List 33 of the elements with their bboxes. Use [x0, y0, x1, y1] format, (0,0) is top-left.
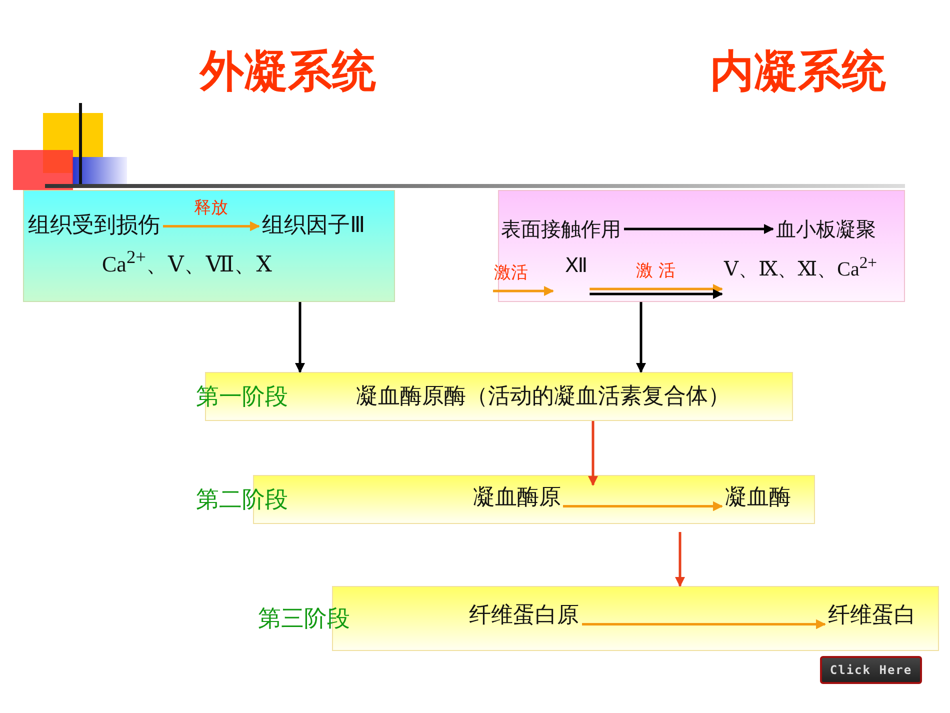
edge-label: 激 活: [636, 260, 676, 282]
process-text: 组织受到损伤: [28, 213, 160, 240]
arrow: [675, 532, 685, 587]
arrow: [582, 619, 826, 630]
process-text: 纤维蛋白原: [469, 603, 579, 630]
arrow: [163, 221, 260, 232]
arrow: [588, 421, 598, 486]
arrow: [590, 289, 723, 299]
stage-text: 凝血酶原酶（活动的凝血活素复合体）: [356, 383, 730, 411]
heading: 外凝系统: [200, 48, 376, 96]
factor-text: Ⅻ: [565, 253, 588, 277]
process-text: 凝血酶原: [473, 485, 561, 512]
stage-label: 第二阶段: [196, 486, 288, 515]
heading: 内凝系统: [710, 48, 886, 96]
factor-text: Ca$^{2+}$、Ⅴ、Ⅶ、Ⅹ: [102, 247, 272, 278]
edge-label: 激活: [494, 262, 528, 284]
click-here-button: Click Here: [820, 656, 922, 684]
process-text: 血小板凝聚: [776, 217, 876, 241]
factor-text: Ⅴ、Ⅸ、Ⅺ、Ca$^{2+}$: [724, 253, 878, 282]
stage-label: 第一阶段: [196, 383, 288, 412]
process-text: 纤维蛋白: [828, 603, 916, 630]
process-text: 表面接触作用: [501, 217, 621, 241]
arrow: [590, 284, 723, 294]
arrow: [493, 286, 554, 296]
arrow: [624, 224, 774, 234]
arrow: [636, 302, 646, 373]
edge-label: 释放: [194, 197, 228, 220]
process-box: [23, 190, 395, 302]
process-text: 组织因子Ⅲ: [262, 213, 366, 240]
arrow: [295, 302, 305, 373]
arrow: [563, 501, 723, 512]
process-text: 凝血酶: [725, 485, 791, 512]
stage-label: 第三阶段: [258, 605, 350, 634]
